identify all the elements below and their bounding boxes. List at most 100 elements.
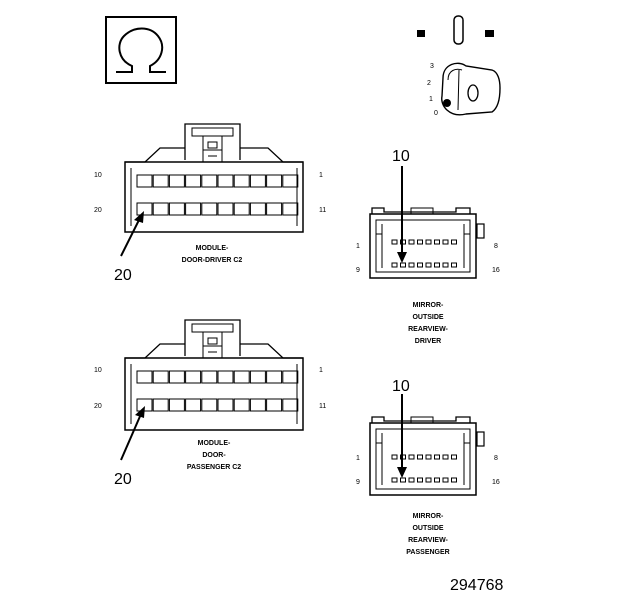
terminal-cavity bbox=[185, 202, 202, 216]
pin-number-label: 9 bbox=[356, 267, 360, 274]
callout-number: 10 bbox=[392, 148, 410, 165]
terminal-cavity bbox=[136, 202, 153, 216]
terminal-cavity bbox=[451, 477, 457, 483]
connector-door-passenger-c2 bbox=[124, 319, 304, 431]
terminal-cavity bbox=[217, 398, 234, 412]
terminal-cavity bbox=[217, 174, 234, 188]
cavity-row bbox=[391, 262, 457, 268]
terminal-cavity bbox=[400, 477, 406, 483]
pin-number-label: 1 bbox=[319, 172, 323, 179]
cavity-row bbox=[136, 398, 299, 412]
terminal-cavity bbox=[425, 477, 432, 483]
terminal-cavity bbox=[442, 454, 449, 460]
ignition-pos-label: 1 bbox=[429, 96, 433, 103]
terminal-cavity bbox=[434, 477, 440, 483]
terminal-cavity bbox=[266, 174, 283, 188]
terminal-cavity bbox=[249, 370, 266, 384]
callout-arrow-icon bbox=[120, 211, 144, 257]
connector-caption: REARVIEW- bbox=[408, 537, 448, 544]
terminal-cavity bbox=[451, 454, 457, 460]
connector-caption: DOOR-DRIVER C2 bbox=[182, 257, 243, 264]
connector-mirror-driver bbox=[369, 207, 485, 279]
terminal-cavity bbox=[442, 239, 449, 245]
terminal-cavity bbox=[282, 202, 299, 216]
terminal-cavity bbox=[152, 370, 169, 384]
terminal-cavity bbox=[201, 202, 218, 216]
terminal-cavity bbox=[425, 239, 432, 245]
pin-number-label: 8 bbox=[494, 455, 498, 462]
pin-number-label: 9 bbox=[356, 479, 360, 486]
terminal-cavity bbox=[266, 202, 283, 216]
terminal-cavity bbox=[434, 454, 440, 460]
terminal-cavity bbox=[391, 477, 398, 483]
callout-number: 10 bbox=[392, 378, 410, 395]
terminal-cavity bbox=[434, 239, 440, 245]
terminal-cavity bbox=[217, 202, 234, 216]
terminal-cavity bbox=[408, 262, 415, 268]
cavity-row bbox=[136, 370, 299, 384]
connector-caption: MIRROR- bbox=[413, 302, 444, 309]
terminal-cavity bbox=[408, 239, 415, 245]
terminal-cavity bbox=[168, 370, 185, 384]
pin-number-label: 10 bbox=[94, 172, 102, 179]
pin-number-label: 1 bbox=[319, 367, 323, 374]
pin-number-label: 1 bbox=[356, 455, 360, 462]
terminal-cavity bbox=[201, 398, 218, 412]
ohm-symbol-icon bbox=[105, 16, 177, 84]
terminal-cavity bbox=[391, 262, 398, 268]
terminal-cavity bbox=[233, 398, 250, 412]
terminal-cavity bbox=[185, 174, 202, 188]
pin-number-label: 8 bbox=[494, 243, 498, 250]
terminal-cavity bbox=[168, 202, 185, 216]
pin-number-label: 11 bbox=[319, 403, 326, 410]
terminal-cavity bbox=[417, 262, 423, 268]
terminal-cavity bbox=[391, 454, 398, 460]
cavity-row bbox=[136, 174, 299, 188]
connector-door-driver-c2 bbox=[124, 123, 304, 233]
callout-arrow-icon bbox=[397, 166, 407, 263]
terminal-cavity bbox=[185, 370, 202, 384]
connector-caption: MODULE- bbox=[196, 245, 229, 252]
connector-caption: PASSENGER bbox=[406, 549, 449, 556]
connector-caption: MIRROR- bbox=[413, 513, 444, 520]
terminal-cavity bbox=[249, 398, 266, 412]
pin-number-label: 20 bbox=[94, 207, 102, 214]
terminal-cavity bbox=[442, 477, 449, 483]
terminal-cavity bbox=[136, 370, 153, 384]
callout-arrow-icon bbox=[397, 394, 407, 478]
terminal-cavity bbox=[168, 398, 185, 412]
terminal-cavity bbox=[391, 239, 398, 245]
terminal-cavity bbox=[136, 174, 153, 188]
connector-caption: OUTSIDE bbox=[412, 314, 443, 321]
terminal-cavity bbox=[408, 477, 415, 483]
ignition-pos-label: 2 bbox=[427, 80, 431, 87]
terminal-cavity bbox=[417, 477, 423, 483]
callout-arrow-icon bbox=[120, 406, 145, 461]
connector-caption: PASSENGER C2 bbox=[187, 464, 241, 471]
terminal-cavity bbox=[168, 174, 185, 188]
terminal-cavity bbox=[266, 398, 283, 412]
figure-number: 294768 bbox=[450, 577, 503, 594]
terminal-cavity bbox=[442, 262, 449, 268]
ignition-switch-icon bbox=[417, 15, 494, 45]
terminal-cavity bbox=[152, 398, 169, 412]
terminal-cavity bbox=[233, 174, 250, 188]
terminal-cavity bbox=[249, 174, 266, 188]
terminal-cavity bbox=[266, 370, 283, 384]
terminal-cavity bbox=[425, 454, 432, 460]
ignition-key-icon bbox=[441, 62, 501, 116]
terminal-cavity bbox=[282, 174, 299, 188]
connector-mirror-passenger bbox=[369, 416, 485, 496]
terminal-cavity bbox=[152, 174, 169, 188]
callout-number: 20 bbox=[114, 471, 132, 488]
terminal-cavity bbox=[417, 454, 423, 460]
pin-number-label: 16 bbox=[492, 267, 500, 274]
terminal-cavity bbox=[417, 239, 423, 245]
pin-number-label: 20 bbox=[94, 403, 102, 410]
terminal-cavity bbox=[249, 202, 266, 216]
cavity-row bbox=[391, 454, 457, 460]
terminal-cavity bbox=[185, 398, 202, 412]
ignition-pos-label: 0 bbox=[434, 110, 438, 117]
terminal-cavity bbox=[201, 370, 218, 384]
